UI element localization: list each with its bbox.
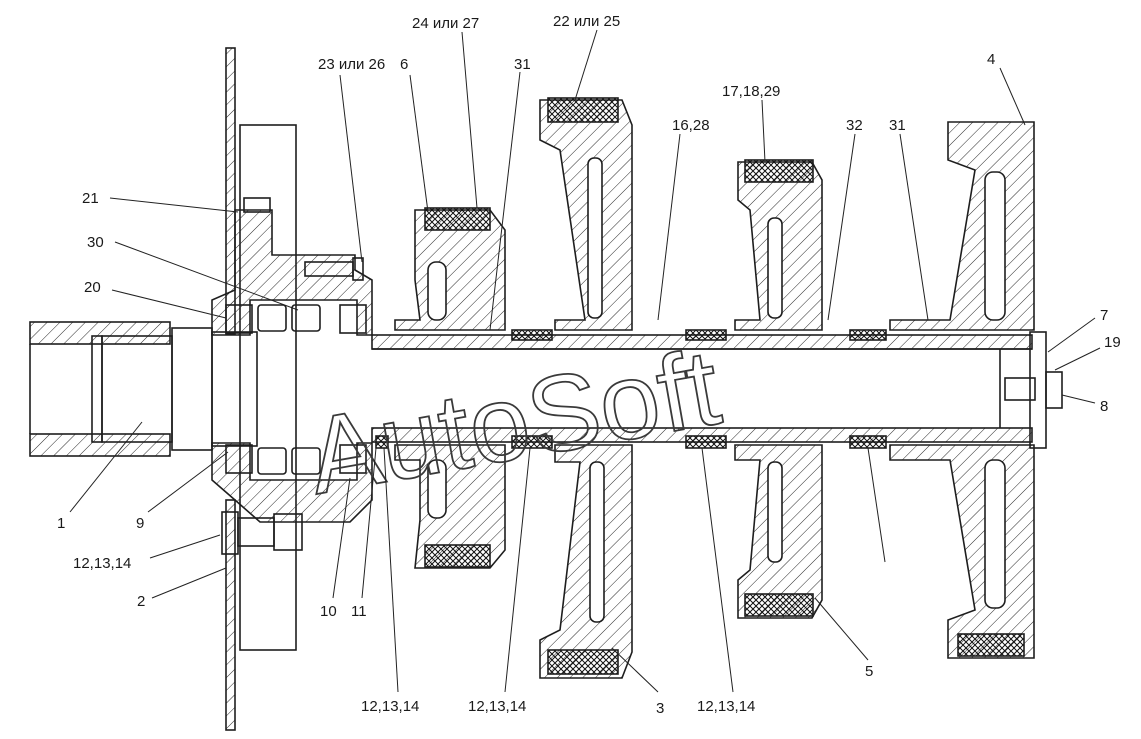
callout-7: 7 bbox=[1100, 307, 1108, 324]
callout-31-right: 32 bbox=[846, 117, 863, 134]
callout-15: 19 bbox=[1104, 334, 1121, 351]
callout-32: 16,28 bbox=[672, 117, 710, 134]
callout-30: 31 bbox=[889, 117, 906, 134]
callout-12-13-14-c: 12,13,14 bbox=[697, 698, 755, 715]
bearing-housing bbox=[211, 197, 373, 555]
callout-12-13-14-b: 12,13,14 bbox=[468, 698, 526, 715]
callout-6: 6 bbox=[400, 56, 408, 73]
callout-22-or-25: 17,18,29 bbox=[722, 83, 780, 100]
watermark-text: AutoSoft bbox=[299, 326, 728, 517]
roller-bearings bbox=[225, 304, 367, 475]
callout-24-or-27: 22 или 25 bbox=[553, 13, 620, 30]
callout-31-left: 31 bbox=[514, 56, 531, 73]
callout-2: 2 bbox=[137, 593, 145, 610]
callout-19: 20 bbox=[84, 279, 101, 296]
callout-12-13-14-a: 12,13,14 bbox=[361, 698, 419, 715]
callout-3: 3 bbox=[656, 700, 664, 717]
callout-1: 1 bbox=[57, 515, 65, 532]
callout-16-28: 23 или 26 bbox=[318, 56, 385, 73]
leader-lines bbox=[69, 29, 1101, 693]
flange-plate-part-2 bbox=[225, 47, 297, 731]
pulley-part-6 bbox=[394, 207, 506, 569]
callout-23-or-26: 24 или 27 bbox=[412, 15, 479, 32]
callout-17-18-29: 12,13,14 bbox=[73, 555, 131, 572]
spacer-rings bbox=[375, 329, 887, 449]
pulley-part-5 bbox=[734, 159, 823, 619]
pulley-part-3 bbox=[539, 97, 633, 679]
callout-21: 30 bbox=[87, 234, 104, 251]
pulley-part-4 bbox=[889, 121, 1035, 659]
callout-10: 10 bbox=[320, 603, 337, 620]
callout-11: 11 bbox=[351, 603, 367, 620]
shaft-part-1 bbox=[29, 321, 258, 457]
callout-4: 4 bbox=[987, 51, 995, 68]
callout-20: 21 bbox=[82, 190, 99, 207]
callout-8: 8 bbox=[1100, 398, 1108, 415]
callout-5: 5 bbox=[865, 663, 873, 680]
callout-labels: 24 или 27 22 или 25 23 или 26 6 31 4 17,… bbox=[57, 13, 1121, 717]
callout-9: 9 bbox=[136, 515, 144, 532]
